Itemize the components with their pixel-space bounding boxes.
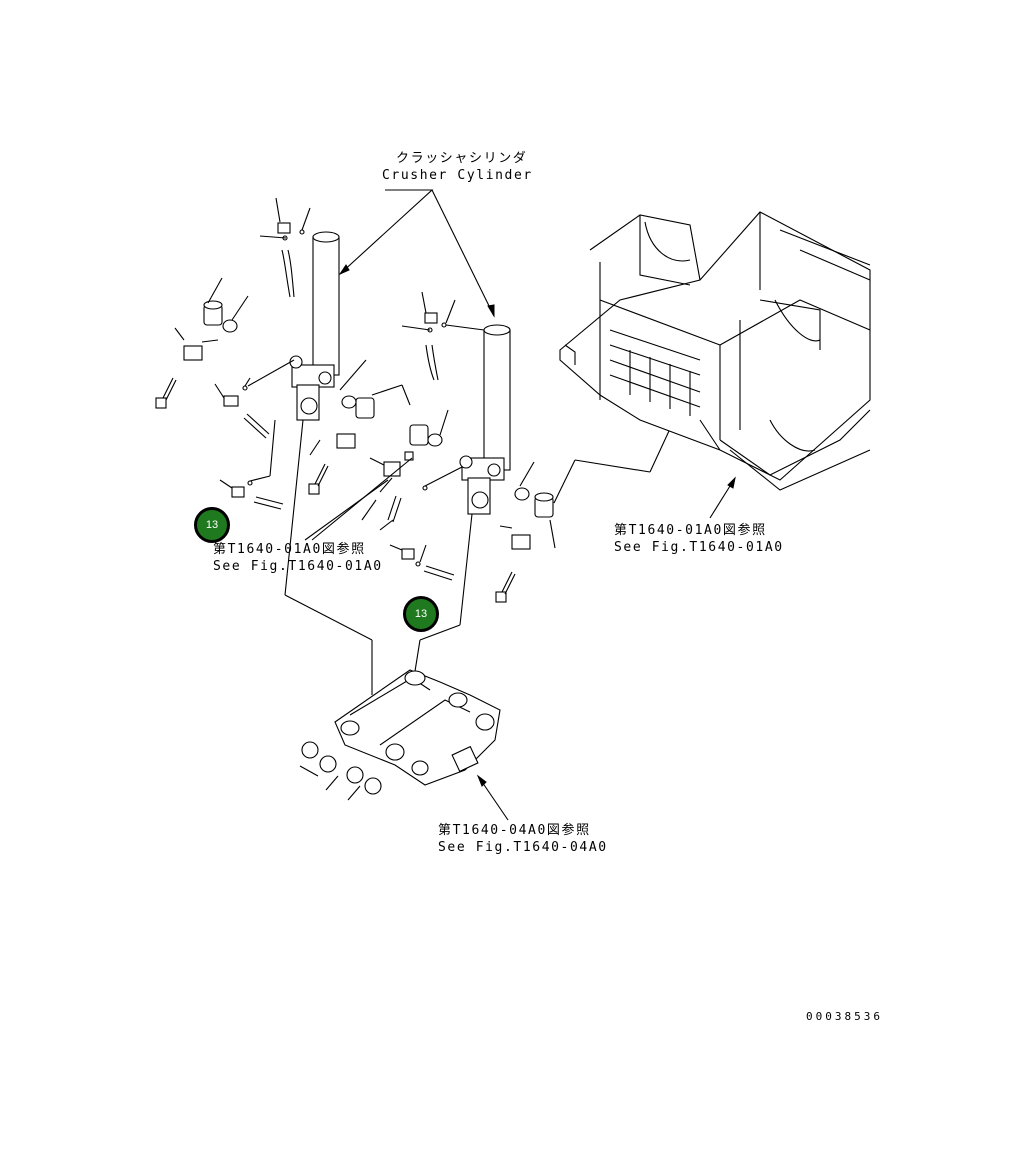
machine-frame (559, 211, 871, 519)
bottom-figure-reference-en: See Fig.T1640-04A0 (438, 840, 608, 855)
part-callout-13[interactable]: 13 (194, 507, 230, 543)
left-figure-reference-en: See Fig.T1640-01A0 (213, 559, 383, 574)
document-id: 00038536 (806, 1010, 883, 1023)
left-crusher-cylinder (284, 231, 340, 596)
left-small-parts (155, 197, 449, 510)
left-reference-leaders (304, 457, 413, 541)
bottom-figure-reference-jp: 第T1640-04A0図参照 (438, 823, 591, 838)
cylinder-leader-lines (338, 189, 495, 318)
right-crusher-cylinder (459, 324, 511, 626)
right-figure-reference-jp: 第T1640-01A0図参照 (614, 523, 767, 538)
left-figure-reference-jp: 第T1640-01A0図参照 (213, 542, 366, 557)
right-figure-reference-en: See Fig.T1640-01A0 (614, 540, 784, 555)
part-callout-13[interactable]: 13 (403, 596, 439, 632)
crusher-cylinder-label-en: Crusher Cylinder (382, 168, 533, 183)
crusher-cylinder-label-jp: クラッシャシリンダ (396, 151, 528, 166)
linkage-arm-assembly (284, 594, 509, 821)
